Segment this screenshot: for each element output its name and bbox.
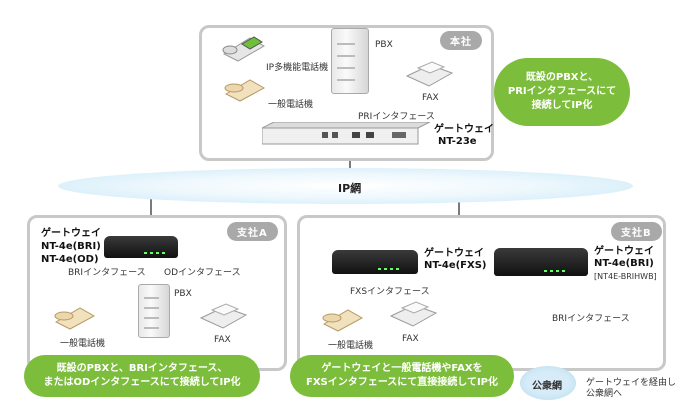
ipnet-to-a-line	[150, 195, 152, 233]
b-fax-label: FAX	[402, 334, 419, 344]
b-bri-label: BRIインタフェース	[552, 314, 630, 324]
b-gw2-name: ゲートウェイ	[594, 246, 654, 257]
hq-fax-label: FAX	[422, 93, 439, 103]
a-phone-icon	[52, 304, 96, 330]
branch-b-tag: 支社B	[611, 222, 662, 241]
a-bri-label: BRIインタフェース	[68, 268, 146, 278]
a-gateway-model-1: NT-4e(BRI)	[41, 241, 101, 252]
nt23e-name: ゲートウェイ	[434, 124, 494, 135]
b-phone-icon	[320, 306, 364, 332]
b-note-line-1: ゲートウェイを経由し	[586, 378, 677, 388]
b-bri-gateway-icon	[494, 248, 588, 276]
nt23e-model: NT-23e	[438, 136, 477, 147]
a-callout-line-1: 既設のPBXと、BRIインタフェース、	[56, 363, 228, 374]
a-callout-line-2: またはODインタフェースにて接続してIP化	[43, 377, 241, 388]
a-phone-label: 一般電話機	[60, 339, 106, 349]
a-fax-label: FAX	[214, 335, 231, 345]
hq-callout-line-1: 既設のPBXと、	[525, 72, 599, 83]
branch-a-tag: 支社A	[227, 222, 278, 241]
b-gw2-model: NT-4e(BRI)	[594, 258, 654, 269]
b-callout-line-2: FXSインタフェースにて直接接続してIP化	[306, 377, 498, 388]
hq-pri-label: PRIインタフェース	[358, 112, 435, 122]
b-gw1-model: NT-4e(FXS)	[424, 260, 487, 271]
a-gateway-model-2: NT-4e(OD)	[41, 254, 99, 265]
b-gw2-sub: [NT4E-BRIHWB]	[594, 272, 657, 281]
nt23e-gateway-icon	[261, 121, 431, 146]
a-gateway-name: ゲートウェイ	[41, 228, 101, 239]
public-network-label: 公衆網	[532, 381, 562, 392]
hq-pbx-icon	[331, 28, 369, 94]
b-fxs-label: FXSインタフェース	[350, 287, 430, 297]
hq-fax-icon	[404, 60, 454, 88]
b-note-line-2: 公衆網へ	[586, 389, 623, 399]
a-callout-bubble: 既設のPBXと、BRIインタフェース、 またはODインタフェースにて接続してIP…	[24, 355, 260, 397]
ip-phone-icon	[220, 34, 266, 62]
b-fxs-gateway-icon	[332, 250, 418, 274]
a-fax-icon	[198, 302, 248, 330]
b-fax-icon	[388, 300, 438, 328]
hq-callout-line-2: PRIインタフェースにて	[507, 86, 617, 97]
hq-phone-icon	[222, 76, 266, 102]
hq-callout-bubble: 既設のPBXと、 PRIインタフェースにて 接続してIP化	[494, 58, 630, 126]
hq-ip-phone-label: IP多機能電話機	[266, 63, 329, 73]
b-callout-line-1: ゲートウェイと一般電話機やFAXを	[321, 363, 483, 374]
a-od-label: ODインタフェース	[164, 268, 241, 278]
a-pbx-icon	[138, 284, 170, 338]
hq-pbx-label: PBX	[375, 40, 393, 50]
b-phone-label: 一般電話機	[328, 341, 374, 351]
a-pbx-label: PBX	[174, 289, 192, 299]
b-gw1-name: ゲートウェイ	[424, 248, 484, 259]
hq-callout-line-3: 接続してIP化	[531, 100, 593, 111]
ipnet-to-b-line	[458, 195, 460, 233]
a-gateway-icon	[104, 236, 178, 258]
hq-tag: 本社	[440, 31, 482, 50]
hq-phone-label: 一般電話機	[268, 100, 314, 110]
public-network-cloud	[520, 366, 576, 400]
ip-network-cloud	[58, 168, 633, 204]
b-callout-bubble: ゲートウェイと一般電話機やFAXを FXSインタフェースにて直接接続してIP化	[290, 355, 514, 397]
ip-network-label: IP網	[338, 182, 362, 195]
